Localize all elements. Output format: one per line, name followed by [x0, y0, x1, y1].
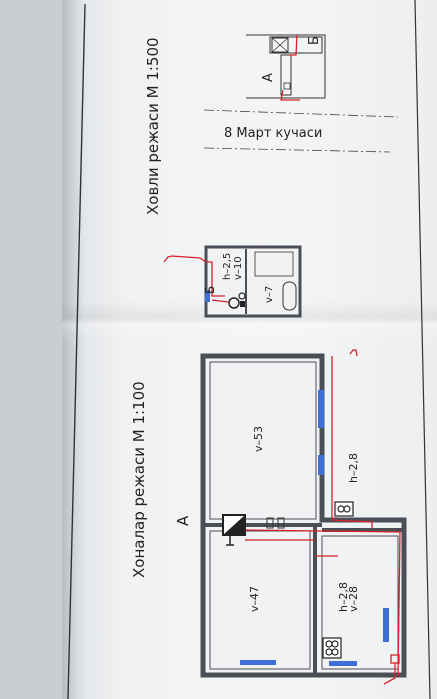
bath-volume: v–10: [233, 256, 244, 280]
kitchen-inner: [321, 535, 399, 670]
bathtub-icon: [282, 281, 297, 311]
bath-block: Б h–2,5 v–10 v–7: [163, 245, 302, 318]
stove-icon-kitchen: [322, 637, 342, 659]
street-line-lower: [203, 147, 391, 153]
site-cross-box: [271, 37, 289, 53]
bath-mark-b: Б: [203, 286, 217, 294]
toilet-icon: [228, 297, 240, 309]
pipe-inlet-top: [349, 349, 358, 357]
left-room-inner: [209, 530, 311, 670]
wc-alcove: [254, 251, 294, 277]
sink-icon: [238, 292, 246, 300]
pipe-fitting-1: [266, 517, 274, 529]
bath-pipe-branch: [206, 261, 225, 297]
window-kitchen-bottom: [329, 661, 357, 666]
site-house: [280, 54, 292, 96]
boiler-icon: [222, 514, 246, 546]
yard-outline: [246, 34, 326, 99]
window-kitchen: [383, 608, 389, 642]
site-mark-b: Б: [307, 36, 322, 45]
big-room-volume: v–53: [252, 426, 265, 452]
hall-height: h–2,8: [347, 453, 360, 483]
big-room-inner: [209, 361, 317, 520]
bath-pipe-inlet: [163, 255, 207, 263]
site-mark-a: А: [261, 73, 276, 82]
window-big-room: [318, 390, 324, 428]
site-pipe-b: [289, 34, 298, 56]
valve-icon: [240, 301, 245, 307]
bath-height: h–2,5: [222, 253, 233, 280]
pipe-riser-hall: [331, 356, 373, 528]
street-name: 8 Март кучаси: [224, 126, 322, 141]
frame-border-left: [67, 3, 86, 699]
stove-icon-hall: [334, 501, 354, 517]
pipe-fitting-2: [277, 517, 285, 529]
site-pipe-a: [280, 89, 300, 101]
kitchen-height: h–2,8: [337, 582, 350, 612]
window-big-room-2: [318, 455, 324, 475]
house-mark-a: А: [174, 515, 192, 526]
site-plan-title: Ховли режаси М 1:500: [144, 37, 162, 215]
bath-outline: [204, 245, 302, 318]
house-outer-wall: [200, 353, 407, 678]
frame-border-right: [414, 0, 431, 699]
street-line-upper: [203, 109, 399, 118]
bath-window-left: [205, 290, 210, 302]
kitchen-volume: v–28: [347, 586, 360, 612]
wc-volume: v–7: [264, 286, 275, 303]
pipe-main-run: [244, 529, 401, 677]
site-meter-icon: [283, 82, 291, 90]
window-left-room: [240, 660, 276, 665]
floor-plan-title: Хоналар режаси М 1:100: [130, 381, 148, 578]
house-plan: Хоналар режаси М 1:100 А: [130, 349, 407, 685]
pipe-outlet: [383, 663, 396, 685]
left-room-volume: v–47: [248, 586, 261, 612]
site-plan: Ховли режаси М 1:500 8 Март кучаси А Б: [144, 34, 399, 215]
